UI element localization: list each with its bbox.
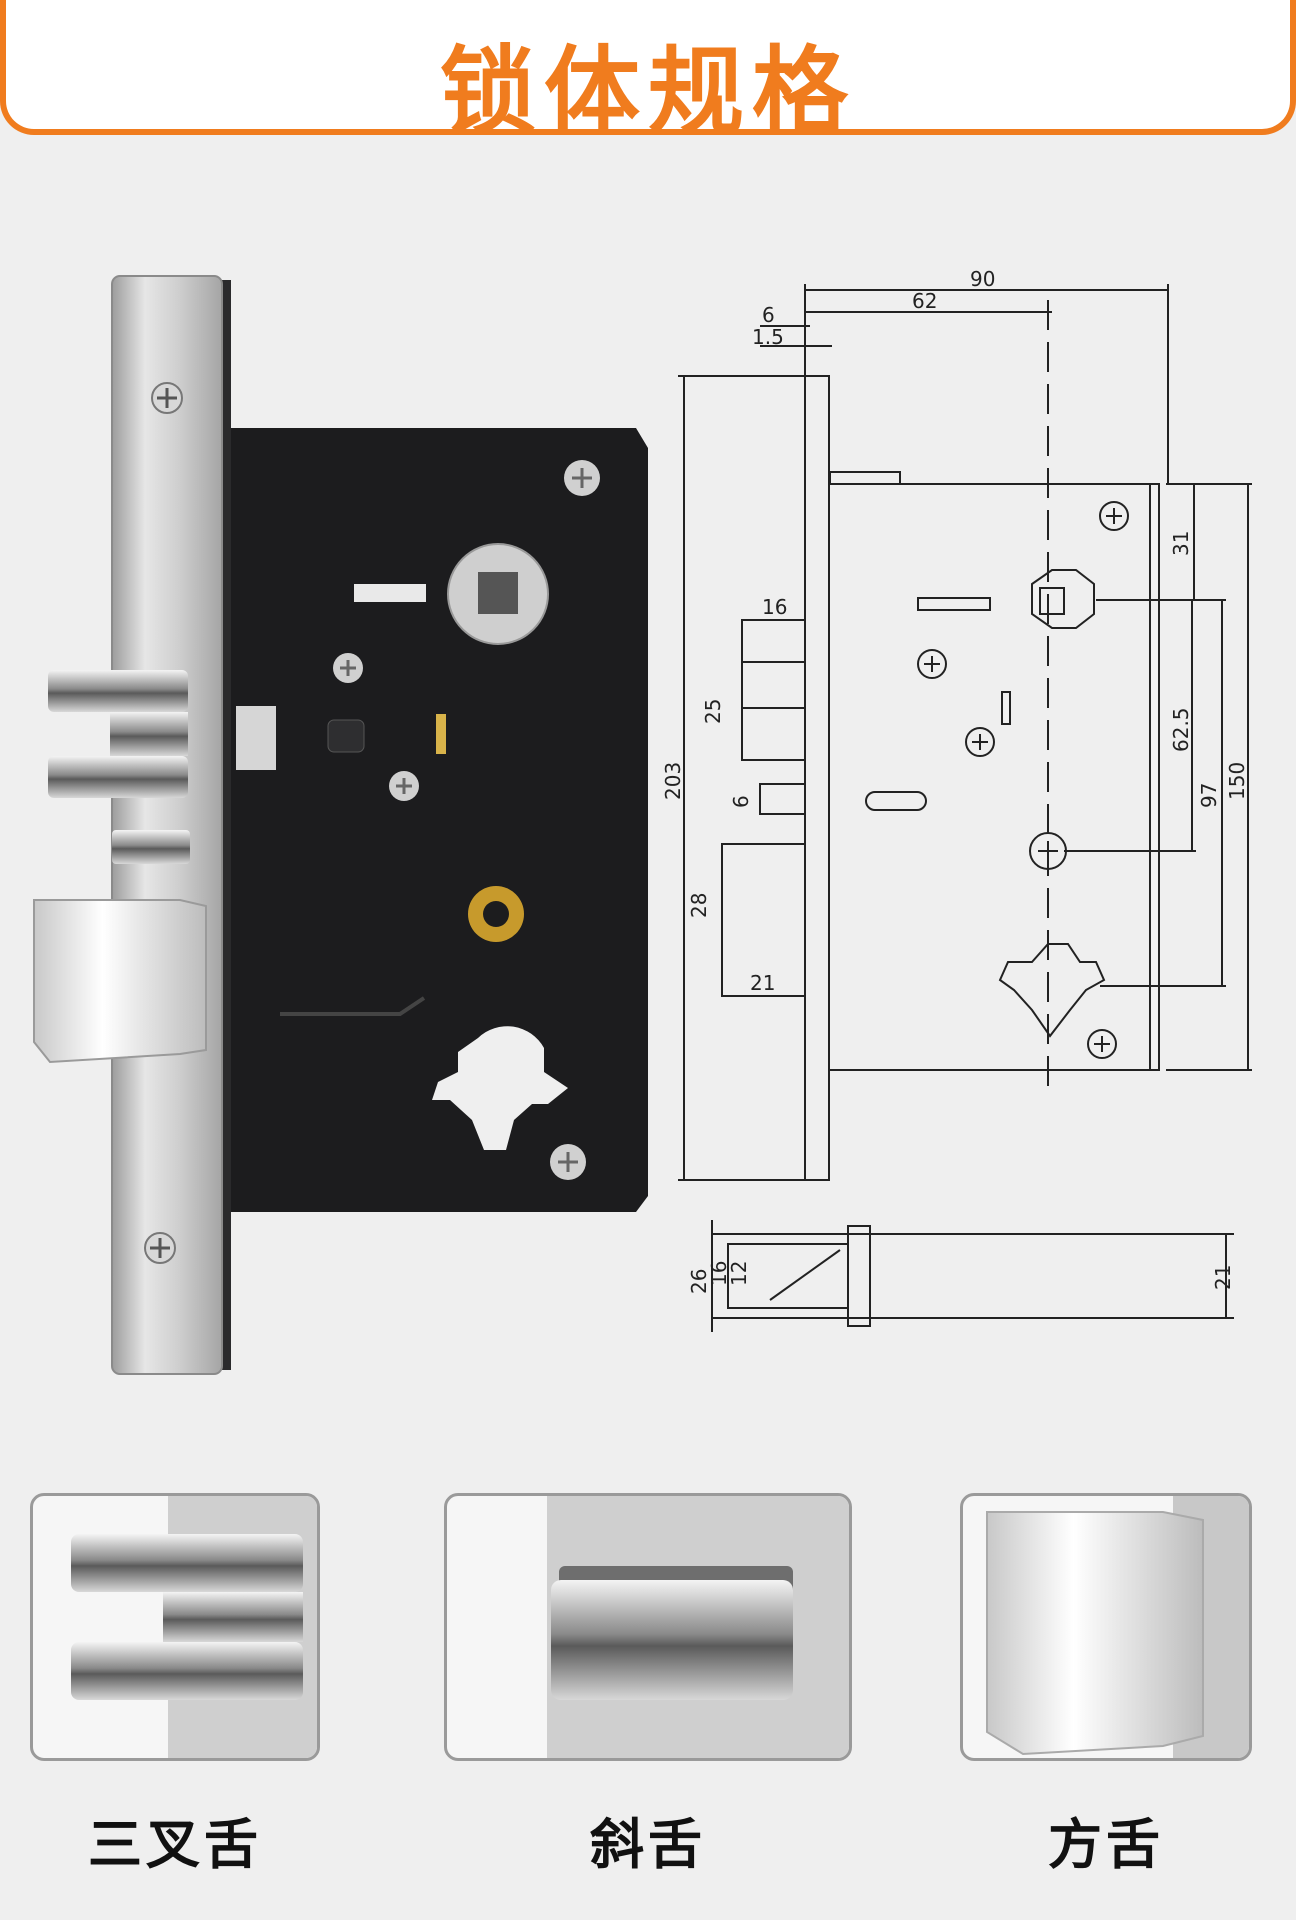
dim-31: 31 <box>1169 531 1193 556</box>
cylinder-cutout <box>432 1026 568 1150</box>
dim-90: 90 <box>970 267 995 291</box>
lock-specification-illustration: 90 62 6 1.5 203 16 25 6 28 21 31 62.5 97… <box>33 267 1252 1375</box>
screw-icon <box>1099 501 1129 531</box>
dim-12: 12 <box>727 1261 751 1286</box>
dim-26: 26 <box>687 1269 711 1294</box>
faceplate <box>111 275 223 1375</box>
dim-6: 6 <box>762 303 775 327</box>
latch-panel-triple <box>30 1493 320 1761</box>
dim-21: 21 <box>750 971 775 995</box>
dim-62-5: 62.5 <box>1169 707 1193 752</box>
spindle-hub <box>447 543 549 645</box>
slider-block <box>236 706 276 770</box>
dim-28: 28 <box>687 893 711 918</box>
bevel-latch-detail <box>547 1496 849 1758</box>
square-bolt-detail <box>986 1496 1249 1758</box>
triple-latch-detail <box>71 1496 317 1758</box>
dim-97: 97 <box>1197 783 1221 808</box>
latch-panel-square <box>960 1493 1252 1761</box>
dimension-labels: 90 62 6 1.5 203 16 25 6 28 21 31 62.5 97… <box>661 267 1249 1294</box>
dim-203: 203 <box>661 762 685 800</box>
page-title: 锁体规格 <box>440 36 856 148</box>
dim-21b: 21 <box>1211 1265 1235 1290</box>
screw-icon <box>965 727 995 757</box>
dim-6b: 6 <box>729 795 753 808</box>
screw-icon <box>151 382 183 414</box>
caption-triple-latch: 三叉舌 <box>88 1813 262 1876</box>
dim-1-5: 1.5 <box>752 325 784 349</box>
dim-25: 25 <box>701 699 725 724</box>
dim-62: 62 <box>912 289 937 313</box>
detent-slot <box>354 584 426 602</box>
screw-icon <box>564 460 600 496</box>
screw-icon <box>550 1144 586 1180</box>
lever-pin <box>436 714 446 754</box>
technical-drawing <box>678 284 1252 1332</box>
lock-body-photo <box>33 275 648 1375</box>
square-bolt <box>33 899 207 1064</box>
screw-icon <box>144 1232 176 1264</box>
caption-square-bolt: 方舌 <box>1048 1813 1164 1876</box>
brass-bushing <box>468 886 524 942</box>
dim-16: 16 <box>762 595 787 619</box>
screw-icon <box>1087 1029 1117 1059</box>
title-banner: 锁体规格 <box>0 0 1296 148</box>
screw-icon <box>333 653 363 683</box>
dim-16b: 16 <box>707 1261 731 1286</box>
lever-groove <box>280 996 426 1016</box>
dim-150: 150 <box>1225 762 1249 800</box>
latch-panel-bevel <box>444 1493 852 1761</box>
triple-latch <box>48 670 188 798</box>
caption-bevel-latch: 斜舌 <box>590 1813 706 1876</box>
small-latch-block <box>327 719 365 753</box>
bevel-latch <box>112 830 190 864</box>
screw-icon <box>917 649 947 679</box>
screw-icon <box>389 771 419 801</box>
